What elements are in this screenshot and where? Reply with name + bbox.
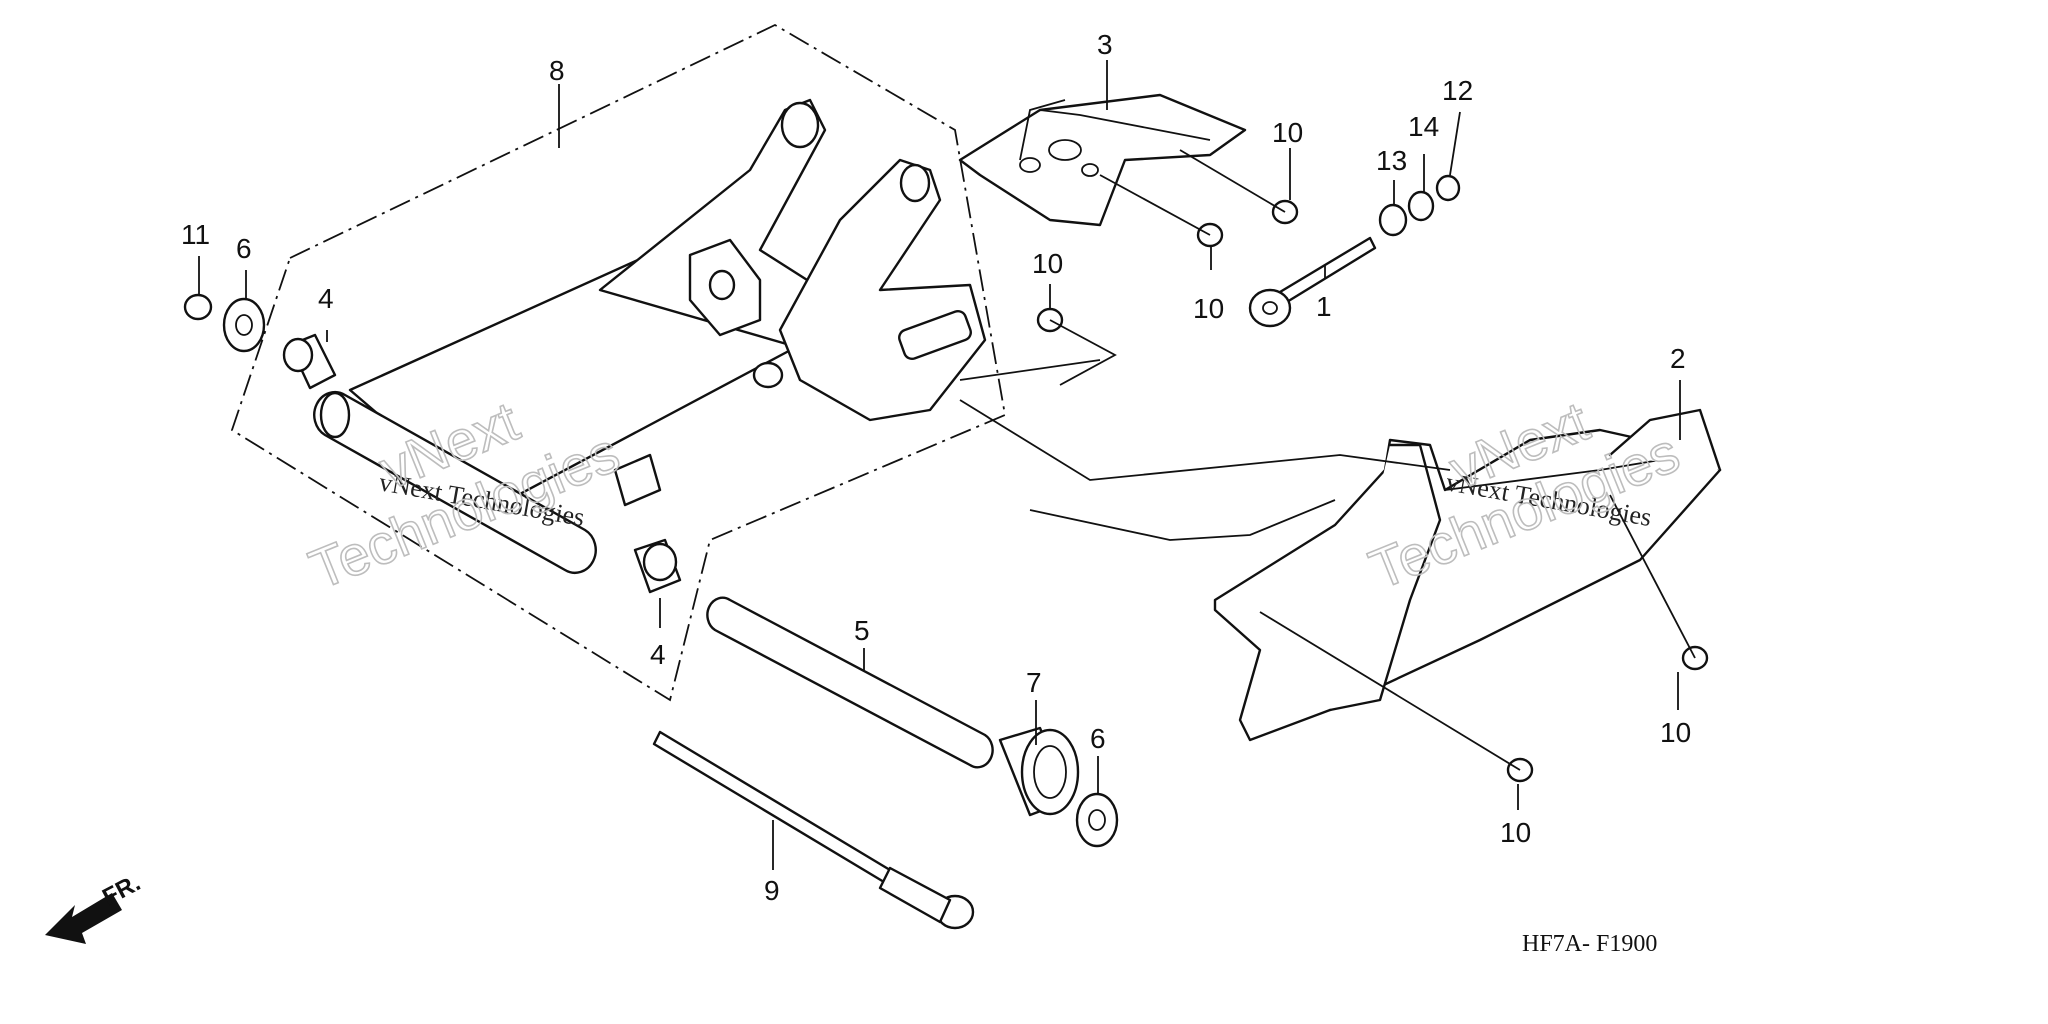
swing-arm-part [348,98,987,512]
callout-5: 5 [854,615,870,646]
callout-10-mid: 10 [1032,248,1063,279]
nut-11-part [183,293,213,321]
callout-2: 2 [1670,343,1686,374]
washer-6-right-part [1075,792,1119,848]
callout-1: 1 [1316,291,1332,322]
direction-arrow-icon: FR. [45,869,145,944]
washer-14-part [1407,190,1435,222]
callout-4-upper: 4 [318,283,334,314]
stud-1-part [1248,236,1377,328]
callout-13: 13 [1376,145,1407,176]
cover-2-part [1213,408,1722,742]
small-hardware [183,174,1709,783]
guide-lines [959,99,1696,771]
washer-6-left-part [222,297,266,353]
callout-8: 8 [549,55,565,86]
callout-9: 9 [764,875,780,906]
callout-7: 7 [1026,667,1042,698]
diagram-code: HF7A- F1900 [1522,931,1657,957]
callout-6-left: 6 [236,233,252,264]
callout-10-under-bracket: 10 [1193,293,1224,324]
callout-6-right: 6 [1090,723,1106,754]
nut-12-part [1435,174,1461,202]
callout-10-right: 10 [1660,717,1691,748]
callout-numbers: 8 3 10 13 14 12 11 6 4 10 10 1 2 4 5 7 6… [181,29,1691,906]
callout-3: 3 [1097,29,1113,60]
callout-10-bottom: 10 [1500,817,1531,848]
leader-lines [198,60,1681,870]
bracket-3-part [958,93,1247,227]
callout-14: 14 [1408,111,1439,142]
callout-12: 12 [1442,75,1473,106]
pipe-5-part [706,596,994,769]
swing-arm-tube [313,390,597,575]
washer-13-part [1378,203,1408,237]
assembly-outline [230,23,1007,702]
bushing-7-part [998,726,1080,817]
bolt-9-part [652,730,975,930]
callout-10-top: 10 [1272,117,1303,148]
callout-4-lower: 4 [650,639,666,670]
callout-11: 11 [181,219,210,250]
